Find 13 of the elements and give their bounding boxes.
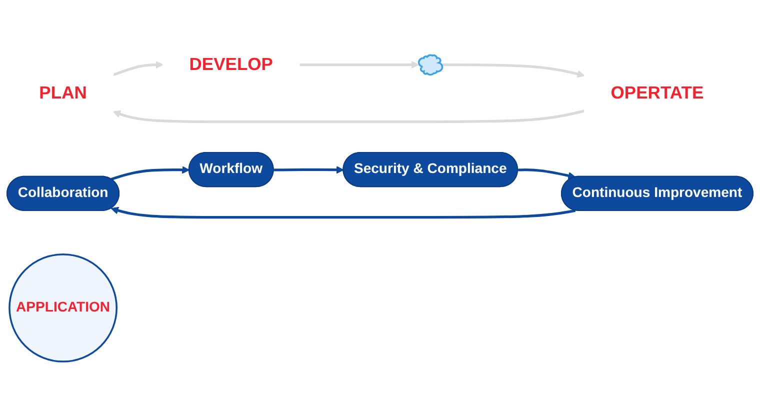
arrow (110, 206, 576, 219)
arrow (110, 166, 190, 180)
node-cloud (418, 54, 444, 76)
node-text: DEVELOP (189, 55, 274, 74)
arrow (299, 60, 419, 69)
node-text: PLAN (39, 84, 87, 103)
arrow (518, 168, 576, 180)
arrow (112, 110, 585, 124)
node-text: OPERTATE (610, 84, 704, 103)
arrow (112, 60, 164, 76)
arrow (274, 166, 344, 174)
arrow (442, 63, 585, 78)
node-circle: APPLICATION (8, 253, 118, 362)
